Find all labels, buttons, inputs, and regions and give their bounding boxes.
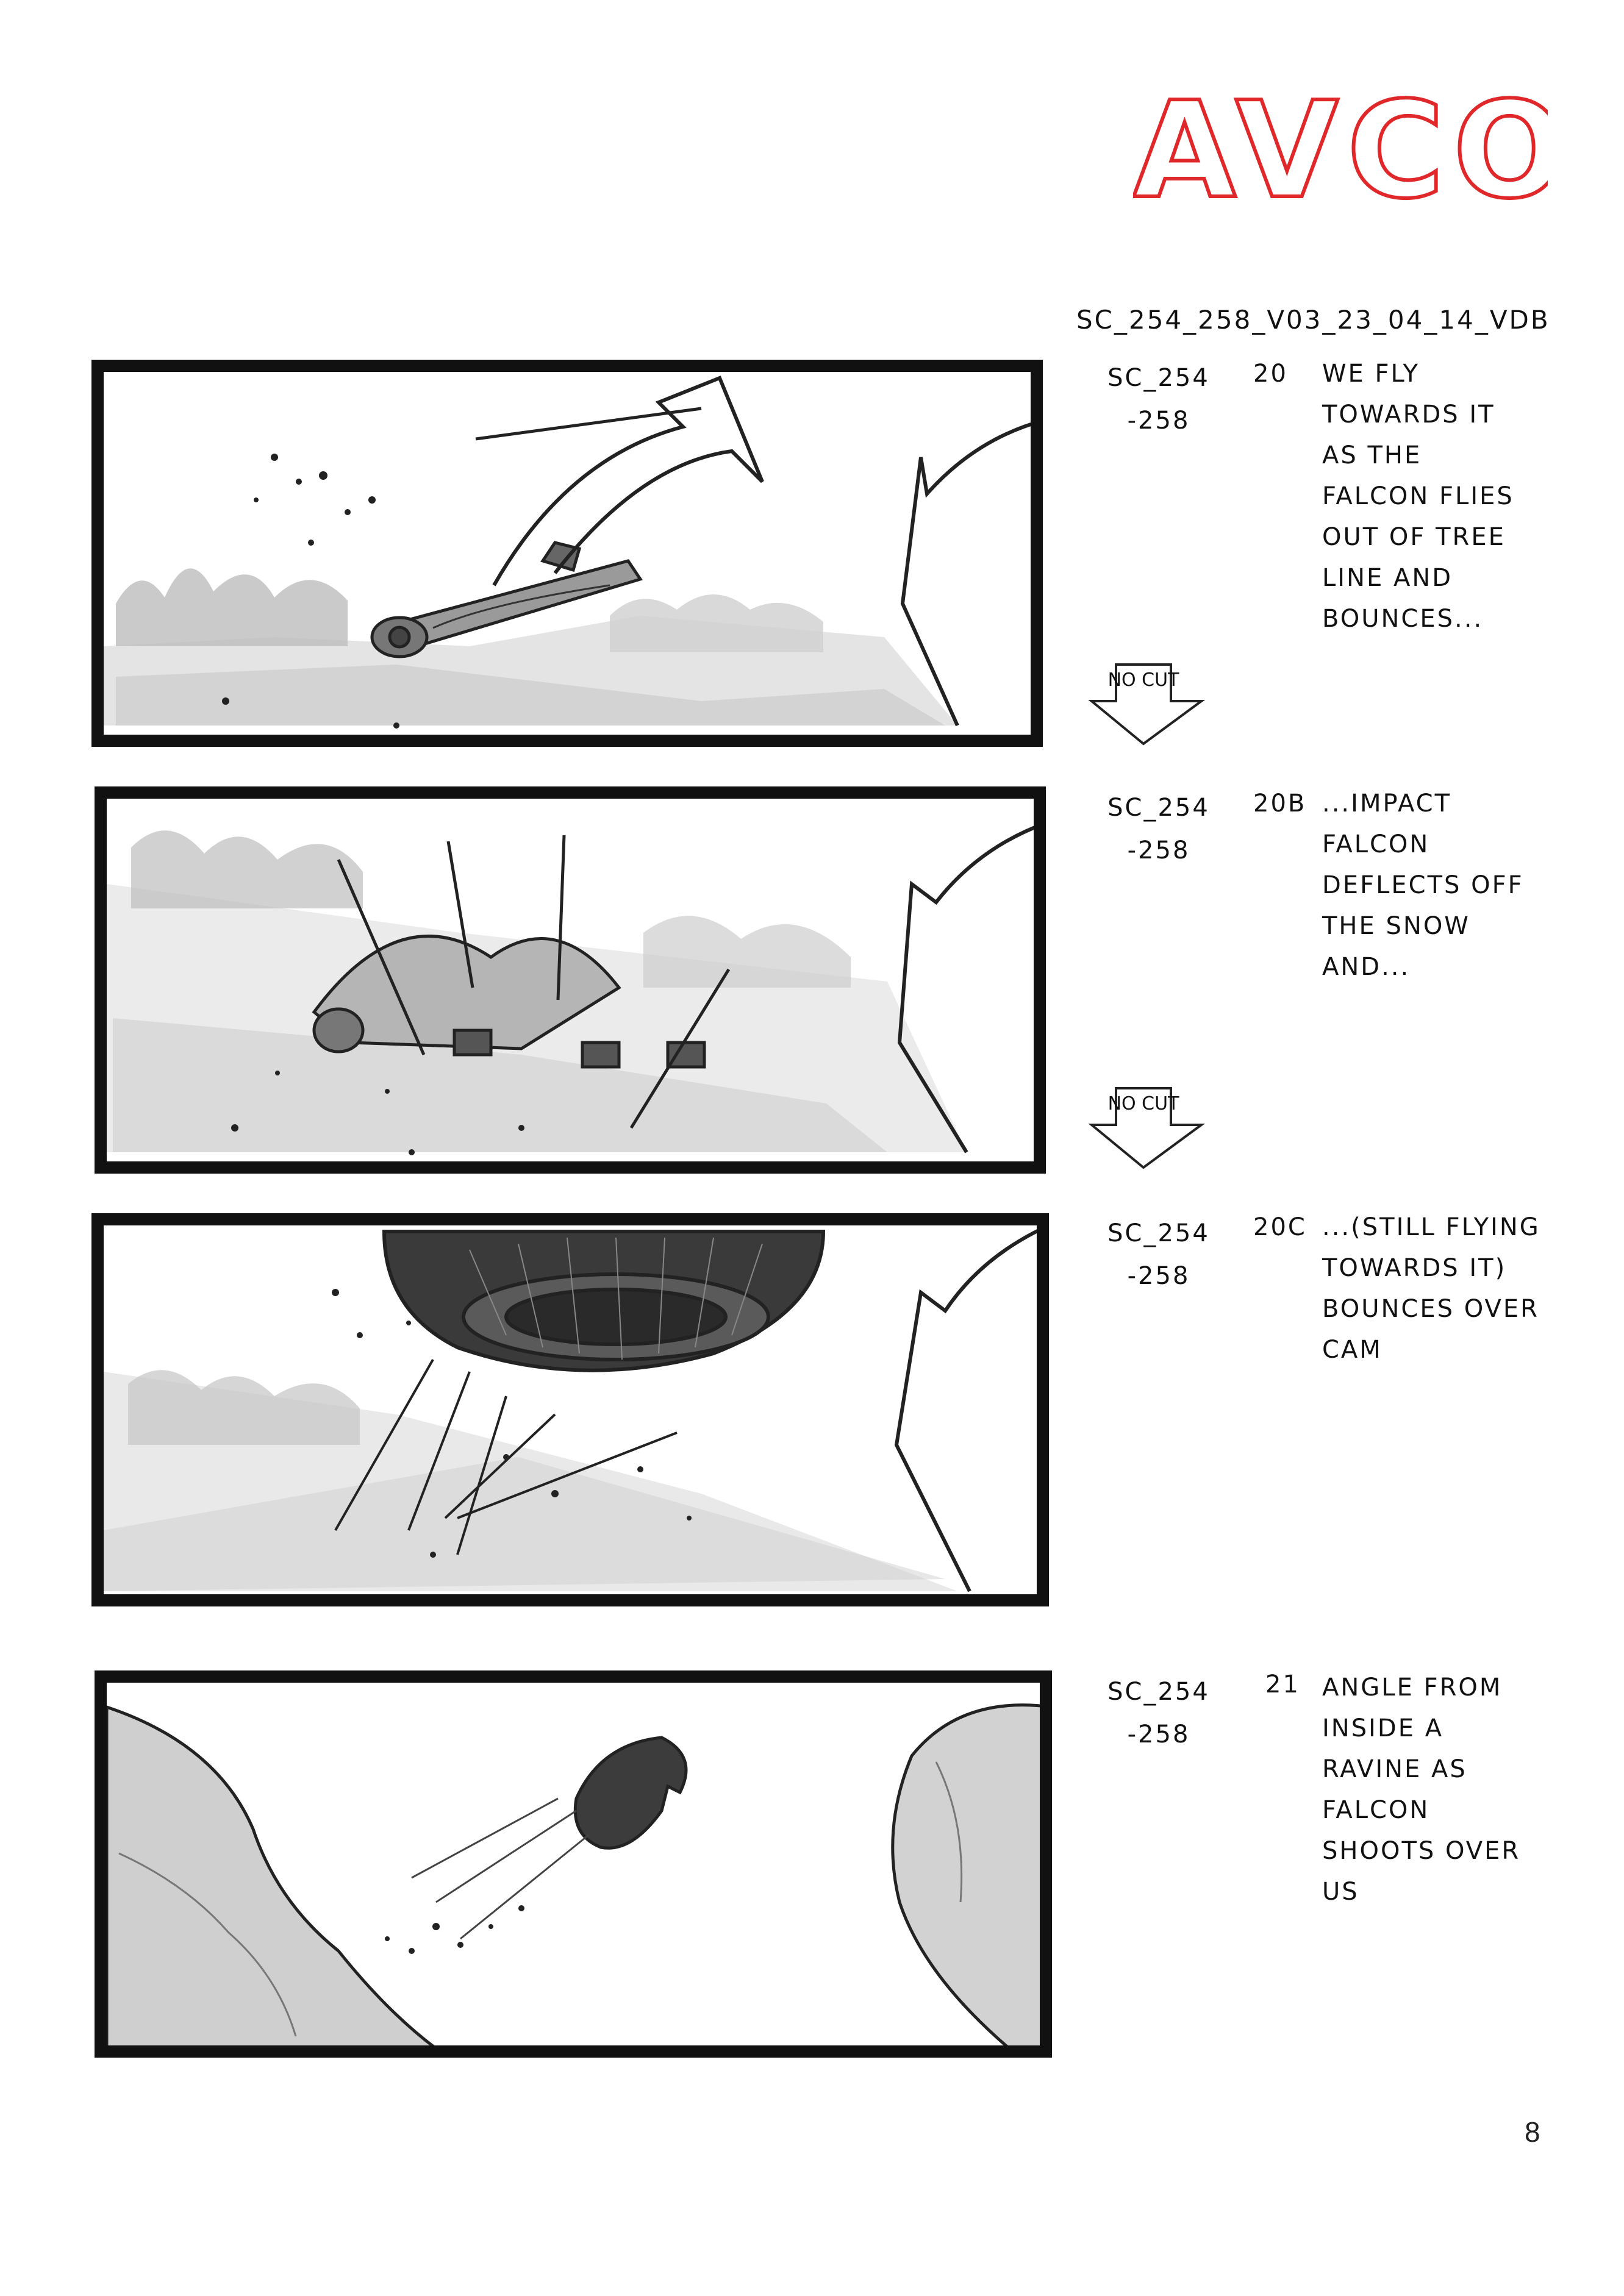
scene-line-1: SC_254 (1107, 1678, 1210, 1706)
shot-description-4: ANGLE FROM INSIDE A RAVINE AS FALCON SHO… (1322, 1667, 1520, 1913)
logo-text: AVCO (1133, 93, 1548, 202)
description-line: RAVINE AS (1322, 1755, 1467, 1783)
storyboard-frame-4 (95, 1670, 1052, 2061)
storyboard-frame-1 (91, 360, 1043, 750)
scene-line-1: SC_254 (1107, 364, 1210, 392)
sequence-filename: SC_254_258_V03_23_04_14_VDB (1076, 305, 1550, 335)
frame-3-sketch (91, 1213, 1049, 1610)
description-line: BOUNCES... (1322, 605, 1484, 633)
description-line: US (1322, 1878, 1359, 1906)
frame-1-sketch (91, 360, 1043, 750)
scene-number-3: SC_254 -258 (1095, 1212, 1223, 1297)
description-line: OUT OF TREE (1322, 523, 1506, 551)
description-line: SHOOTS OVER (1322, 1837, 1521, 1865)
description-line: AS THE (1322, 441, 1422, 469)
description-line: AND... (1322, 953, 1411, 981)
description-line: ...IMPACT (1322, 790, 1452, 818)
description-line: CAM (1322, 1336, 1383, 1364)
avco-logo: AVCO (1133, 93, 1548, 202)
no-cut-transition-1: NO CUT (1086, 661, 1214, 747)
scene-line-2: -258 (1127, 1720, 1190, 1749)
description-line: TOWARDS IT (1322, 401, 1495, 429)
scene-line-2: -258 (1127, 407, 1190, 435)
frame-2-sketch (95, 786, 1046, 1177)
description-line: LINE AND (1322, 564, 1453, 592)
shot-number-2: 20B (1253, 790, 1307, 818)
shot-number-1: 20 (1253, 360, 1288, 388)
shot-description-1: WE FLY TOWARDS IT AS THE FALCON FLIES OU… (1322, 354, 1514, 640)
description-line: DEFLECTS OFF (1322, 871, 1524, 899)
description-line: ...(STILL FLYING (1322, 1213, 1540, 1241)
nocut-label: NO CUT (1108, 669, 1179, 691)
description-line: THE SNOW (1322, 912, 1470, 940)
description-line: WE FLY (1322, 360, 1420, 388)
description-line: INSIDE A (1322, 1714, 1444, 1742)
frame-4-sketch (95, 1670, 1052, 2061)
shot-number-3: 20C (1253, 1213, 1307, 1241)
scene-line-1: SC_254 (1107, 1219, 1210, 1247)
nocut-label: NO CUT (1108, 1093, 1179, 1114)
scene-number-1: SC_254 -258 (1095, 357, 1223, 442)
description-line: FALCON (1322, 830, 1430, 858)
description-line: TOWARDS IT) (1322, 1254, 1507, 1282)
no-cut-transition-2: NO CUT (1086, 1085, 1214, 1171)
shot-description-3: ...(STILL FLYING TOWARDS IT) BOUNCES OVE… (1322, 1207, 1540, 1371)
storyboard-frame-3 (91, 1213, 1049, 1610)
down-arrow-icon: NO CUT (1088, 663, 1206, 746)
description-line: BOUNCES OVER (1322, 1295, 1539, 1323)
scene-number-2: SC_254 -258 (1095, 786, 1223, 872)
scene-line-2: -258 (1127, 836, 1190, 865)
description-line: FALCON (1322, 1796, 1430, 1824)
down-arrow-icon: NO CUT (1088, 1087, 1206, 1169)
scene-line-2: -258 (1127, 1262, 1190, 1290)
scene-number-4: SC_254 -258 (1095, 1670, 1223, 1756)
description-line: ANGLE FROM (1322, 1674, 1503, 1702)
storyboard-frame-2 (95, 786, 1046, 1177)
scene-line-1: SC_254 (1107, 794, 1210, 822)
shot-number-4: 21 (1265, 1670, 1300, 1699)
description-line: FALCON FLIES (1322, 482, 1514, 510)
page-number: 8 (1525, 2116, 1540, 2148)
shot-description-2: ...IMPACT FALCON DEFLECTS OFF THE SNOW A… (1322, 783, 1524, 988)
